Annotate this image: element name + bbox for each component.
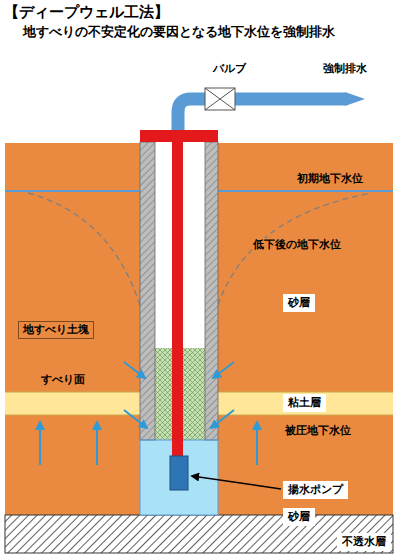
node-text: 揚水ポンプ [288,483,343,496]
node-text: 砂層 [288,296,310,309]
annotation-label: 強制排水 [322,62,368,75]
pump-symbol [170,456,188,490]
discharge-arrow [345,92,365,106]
well-cap [140,130,218,142]
part-box: 揚水ポンプ [283,481,348,499]
annotation-label: すべり面 [40,373,86,386]
well-casing [205,142,218,440]
riser-pipe [172,142,183,460]
flow-arrows [40,362,257,465]
discharge-pipe [178,99,345,132]
annotation-label: 初期地下水位 [296,172,364,185]
layer-box: 砂層 [283,508,315,526]
layer-box: 不透水層 [337,533,391,551]
node-text: 砂層 [288,510,310,523]
node-text: 不透水層 [342,535,386,548]
annotation-label: バルブ [212,62,247,75]
annotation-label: 低下後の地下水位 [252,238,342,251]
layer-box: 砂層 [283,294,315,312]
landslide-ground [5,143,393,515]
layer-box: 粘土層 [283,394,326,412]
drawdown-curve [28,193,140,305]
impermeable-layer [5,515,393,553]
pump-leader [192,476,281,489]
well-casing [140,142,155,440]
valve-symbol [205,88,235,110]
node-text: 粘土層 [288,396,321,409]
diagram-title: 【ディープウェル工法】 [4,3,169,21]
drawdown-curve [218,193,372,305]
node-text: 地すべり土塊 [23,323,89,336]
layer-box: 地すべり土塊 [18,321,94,339]
annotation-label: 地すべりの不安定化の要因となる地下水位を強制排水 [22,24,336,40]
annotation-label: 被圧地下水位 [284,424,352,437]
